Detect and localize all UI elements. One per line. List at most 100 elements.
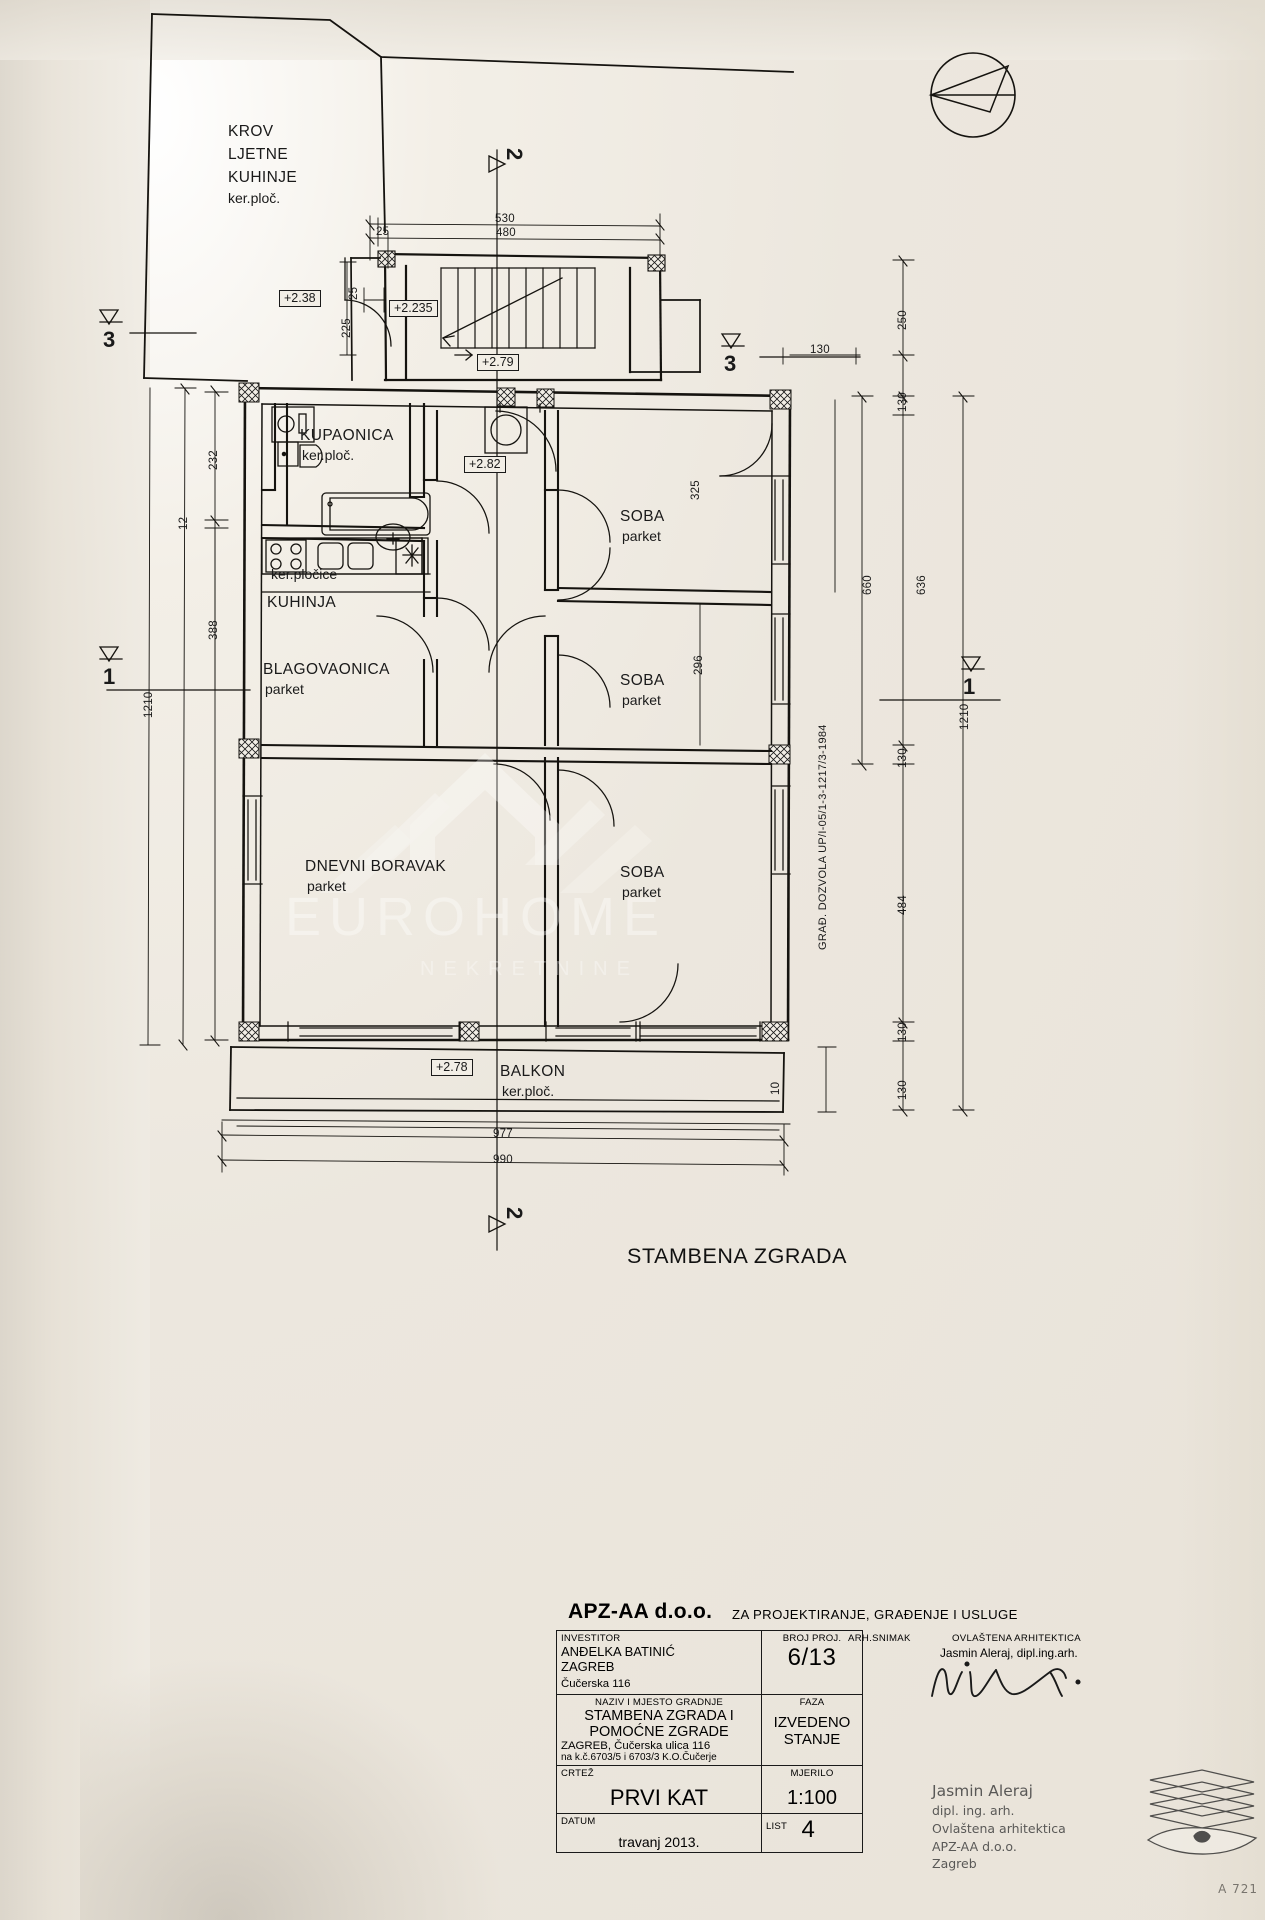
ovlastena-arhitektica-caption: OVLAŠTENA ARHITEKTICA	[952, 1633, 1081, 1644]
company-name: APZ-AA d.o.o.	[568, 1600, 713, 1623]
arh-snimak-caption: ARH.SNIMAK	[848, 1633, 911, 1644]
stamp-line5: Zagreb	[932, 1856, 977, 1872]
wall-hatch	[496, 387, 516, 407]
section-mark-2-top: 2	[502, 148, 527, 161]
datum-caption: DATUM	[561, 1816, 596, 1827]
naziv-line3: ZAGREB, Čučerska ulica 116	[561, 1740, 711, 1752]
dimension-660: 660	[862, 575, 874, 595]
stamp-line4: APZ-AA d.o.o.	[932, 1838, 1017, 1854]
stamp-line3: Ovlaštena arhitektica	[932, 1820, 1066, 1836]
stair-block-walls	[383, 252, 663, 382]
dimension-1210-left: 1210	[143, 691, 155, 718]
room-label-line3: KUHINJE	[228, 169, 298, 186]
room-label-blagovaonica: BLAGOVAONICA	[263, 661, 390, 678]
watermark-line2: NEKRETNINE	[420, 958, 639, 980]
room-label-soba-1: SOBA	[620, 508, 665, 525]
page-edge-shading-left	[0, 0, 150, 1920]
bathroom-fixtures	[271, 406, 528, 551]
section-marker-triangle	[98, 154, 985, 1234]
wall-hatch	[377, 250, 396, 268]
investitor-city: ZAGREB	[561, 1659, 615, 1674]
table-row: NAZIV I MJESTO GRADNJE STAMBENA ZGRADA I…	[556, 1694, 1265, 1766]
table-row: INVESTITOR ANĐELKA BATINIĆ ZAGREB Čučers…	[556, 1630, 1265, 1853]
page-edge-shading-top	[0, 0, 1265, 60]
stair-up-arrow	[454, 349, 473, 361]
cell-crtez: CRTEŽ PRVI KAT	[556, 1765, 762, 1814]
wall-hatch	[238, 382, 260, 403]
wall-hatch	[647, 254, 666, 272]
naziv-caption: NAZIV I MJESTO GRADNJE	[595, 1697, 723, 1708]
dimension-325: 325	[690, 480, 702, 500]
elevation-marker-279: +2.79	[477, 354, 519, 372]
list-caption: LIST	[766, 1821, 788, 1832]
dimension-530: 530	[495, 213, 515, 225]
dimension-lines	[139, 213, 975, 1176]
dimension-296: 296	[693, 655, 705, 675]
room-label-line2: LJETNE	[228, 146, 289, 163]
mjerilo-value: 1:100	[786, 1787, 838, 1809]
page-title: STAMBENA ZGRADA	[627, 1244, 848, 1268]
room-label-krov-ljetne-kuhinje: KROV LJETNE KUHINJE	[228, 120, 297, 189]
cell-list: LIST 4	[761, 1813, 863, 1853]
window-openings	[242, 403, 791, 1042]
dimension-10: 10	[770, 1081, 782, 1095]
elevation-marker-278: +2.78	[431, 1059, 473, 1077]
dimension-25-top: 25	[376, 226, 390, 238]
building-permit-note: GRAĐ. DOZVOLA UP/I-05/1-3-1217/3-1984	[817, 724, 829, 950]
room-material-krov-ljetne-kuhinje: ker.ploč.	[228, 190, 281, 206]
dimension-130-a: 130	[897, 392, 909, 412]
title-block-table: INVESTITOR ANĐELKA BATINIĆ ZAGREB Čučers…	[556, 1630, 1265, 1853]
room-label-kuhinja: KUHINJA	[267, 594, 337, 611]
elevation-marker-2235: +2.235	[389, 300, 438, 318]
room-label-soba-2: SOBA	[620, 672, 665, 689]
elevation-marker-282: +2.82	[464, 456, 506, 474]
room-label-kupaonica: KUPAONICA	[300, 427, 394, 444]
dimension-636: 636	[916, 575, 928, 595]
stamp-line1: Jasmin Aleraj	[932, 1782, 1033, 1800]
room-material-balkon: ker.ploč.	[502, 1083, 555, 1099]
crtez-value: PRVI KAT	[609, 1785, 709, 1810]
wall-hatch	[768, 744, 791, 765]
cell-datum: DATUM travanj 2013.	[556, 1813, 762, 1853]
section-mark-1-right: 1	[963, 674, 976, 699]
cell-naziv-gradnje: NAZIV I MJESTO GRADNJE STAMBENA ZGRADA I…	[556, 1694, 762, 1766]
naziv-line4: na k.č.6703/5 i 6703/3 K.O.Čučerje	[561, 1752, 717, 1763]
dimension-250: 250	[897, 310, 909, 330]
dimension-130-d: 130	[897, 1080, 909, 1100]
faza-line1: IZVEDENO	[773, 1714, 851, 1731]
cell-mjerilo: MJERILO 1:100	[761, 1765, 863, 1814]
stair-treads	[440, 267, 596, 349]
title-block: APZ-AA d.o.o. ZA PROJEKTIRANJE, GRAĐENJE…	[556, 1600, 1265, 1900]
broj-proj-caption: BROJ PROJ.	[782, 1633, 842, 1644]
dimension-25-left: 25	[348, 286, 360, 300]
kitchen-units	[261, 537, 431, 593]
north-arrow-icon	[928, 52, 1016, 138]
crtez-caption: CRTEŽ	[561, 1768, 594, 1779]
handwritten-signature	[931, 1661, 1081, 1697]
dimension-1210-right: 1210	[959, 703, 971, 730]
dimension-130-top: 130	[810, 344, 830, 356]
room-material-soba-1: parket	[622, 528, 661, 544]
dimension-130-c: 130	[897, 1022, 909, 1042]
section-mark-3-right: 3	[724, 351, 737, 376]
dimension-990: 990	[493, 1154, 513, 1166]
room-label-soba-3: SOBA	[620, 864, 665, 881]
mjerilo-caption: MJERILO	[790, 1768, 834, 1779]
list-value: 4	[801, 1816, 815, 1843]
dimension-977: 977	[493, 1128, 513, 1140]
watermark-line1: EUROHOME	[285, 887, 667, 947]
dimension-484: 484	[897, 895, 909, 915]
page-corner-shading	[80, 1660, 500, 1920]
investitor-caption: INVESTITOR	[561, 1633, 621, 1644]
wall-hatch	[769, 389, 792, 410]
interior-walls	[260, 402, 773, 1028]
wall-hatch	[458, 1021, 480, 1042]
faza-line2: STANJE	[783, 1731, 841, 1748]
door-swing	[344, 257, 392, 347]
cell-investitor: INVESTITOR ANĐELKA BATINIĆ ZAGREB Čučers…	[556, 1630, 762, 1695]
door-swings-interior	[376, 410, 773, 1023]
section-mark-3-left: 3	[103, 327, 116, 352]
naziv-line2: POMOĆNE ZGRADE	[589, 1724, 729, 1740]
section-mark-2-bottom: 2	[502, 1207, 527, 1220]
